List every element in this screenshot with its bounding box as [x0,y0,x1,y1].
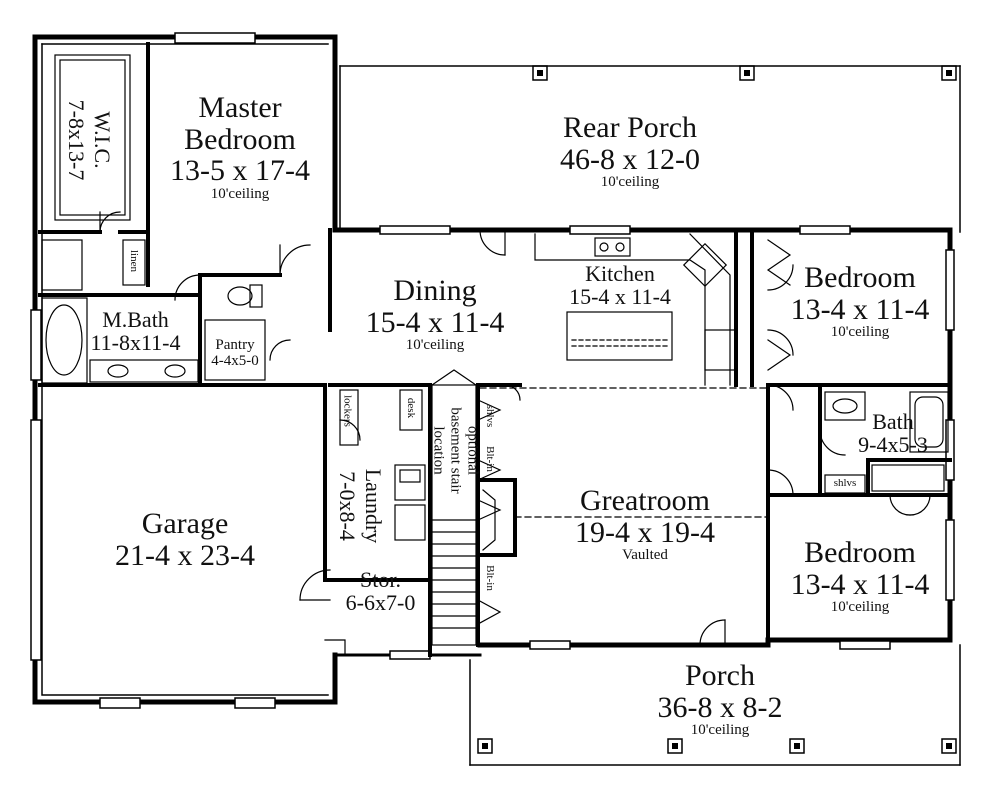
kitchen-counters [534,233,736,386]
rear-porch-label: Rear Porch 46-8 x 12-0 10'ceiling [560,111,700,190]
walk-in-closet-shelves [54,54,131,221]
front-porch-outline [469,644,961,766]
lockers-label: lockers [341,395,354,427]
linen-closet [122,239,146,286]
laundry-appliances [339,389,426,541]
laundry-label: Laundry 7-0x8-4 [335,468,386,544]
garage-label: Garage 21-4 x 23-4 [115,507,255,572]
porch-label: Porch 36-8 x 8-2 10'ceiling [657,659,783,738]
stair-shelves-label: shlvs [484,404,496,428]
walk-in-closet-label: W.I.C. 7-8x13-7 [64,99,115,181]
toilet [227,284,263,308]
pantry-label: Pantry 4-4x5-0 [211,337,259,369]
bedroom-1-label: Bedroom 13-4 x 11-4 10'ceiling [790,261,930,340]
pantry-shelves [204,319,266,381]
doors [99,211,931,646]
bedroom-2-label: Bedroom 13-4 x 11-4 10'ceiling [790,536,930,615]
greatroom-label: Greatroom 19-4 x 19-4 Vaulted [575,484,715,563]
master-bath-fixtures [41,239,199,384]
interior-walls [38,42,952,657]
stairs [431,369,477,646]
master-bedroom-label: Master Bedroom 13-5 x 17-4 10'ceiling [170,91,310,202]
porch-posts [477,65,957,754]
master-bath-label: M.Bath 11-8x11-4 [90,307,181,356]
linen-label: linen [128,250,140,272]
dining-label: Dining 15-4 x 11-4 10'ceiling [365,274,505,353]
built-in-2-label: Blt-in [484,565,496,591]
bath-fixtures [824,391,949,494]
fireplace [482,489,496,551]
bath-shelves-label: shlvs [833,477,857,489]
storage-label: Stor. 6-6x7-0 [345,567,416,616]
rear-porch-outline [339,65,961,233]
desk-label: desk [405,397,417,419]
dashed-openings [479,387,769,641]
basement-stair-label: optional basement stair location [430,407,481,494]
kitchen-label: Kitchen 15-4 x 11-4 [569,261,671,310]
windows [30,32,955,709]
garage-step [324,639,346,656]
bath-label: Bath 9-4x5-3 [858,409,928,458]
built-in-1-label: Blt-in [484,446,496,472]
bifold-doors [477,239,792,625]
